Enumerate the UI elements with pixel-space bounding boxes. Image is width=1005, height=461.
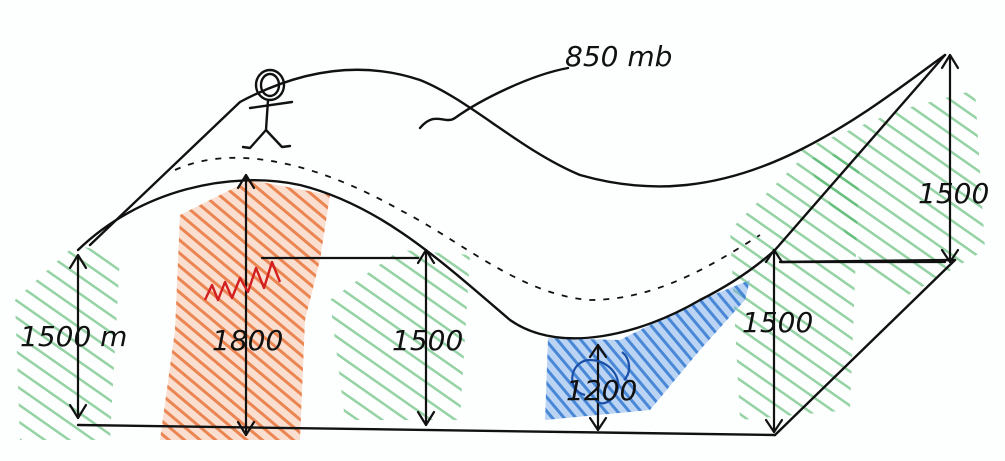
trough-shading: [545, 280, 750, 420]
height-arrow-mid: [416, 248, 436, 427]
stick-figure-icon: [241, 68, 294, 150]
height-arrow-right: [764, 248, 784, 434]
warm-zigzag-mark: [203, 260, 282, 302]
height-label-right: 1500: [742, 306, 813, 339]
height-arrow-left: [68, 253, 88, 420]
surface-label: 850 mb: [565, 40, 672, 73]
height-arrow-trough: [588, 343, 608, 432]
surface-label-pointer: [418, 66, 570, 130]
height-label-left: 1500 m: [20, 320, 127, 353]
height-label-mid: 1500: [392, 324, 463, 357]
green-shading: [15, 90, 985, 440]
height-arrow-back: [940, 53, 960, 264]
circulation-loop: [571, 351, 631, 405]
height-label-ridge: 1800: [212, 324, 283, 357]
height-arrow-ridge: [236, 173, 256, 437]
surface-front-edge: [76, 179, 777, 340]
height-label-back: 1500: [918, 177, 989, 210]
surface-back-edge: [88, 53, 947, 247]
surface-right-edge: [773, 53, 947, 252]
height-label-trough: 1200: [566, 374, 637, 407]
